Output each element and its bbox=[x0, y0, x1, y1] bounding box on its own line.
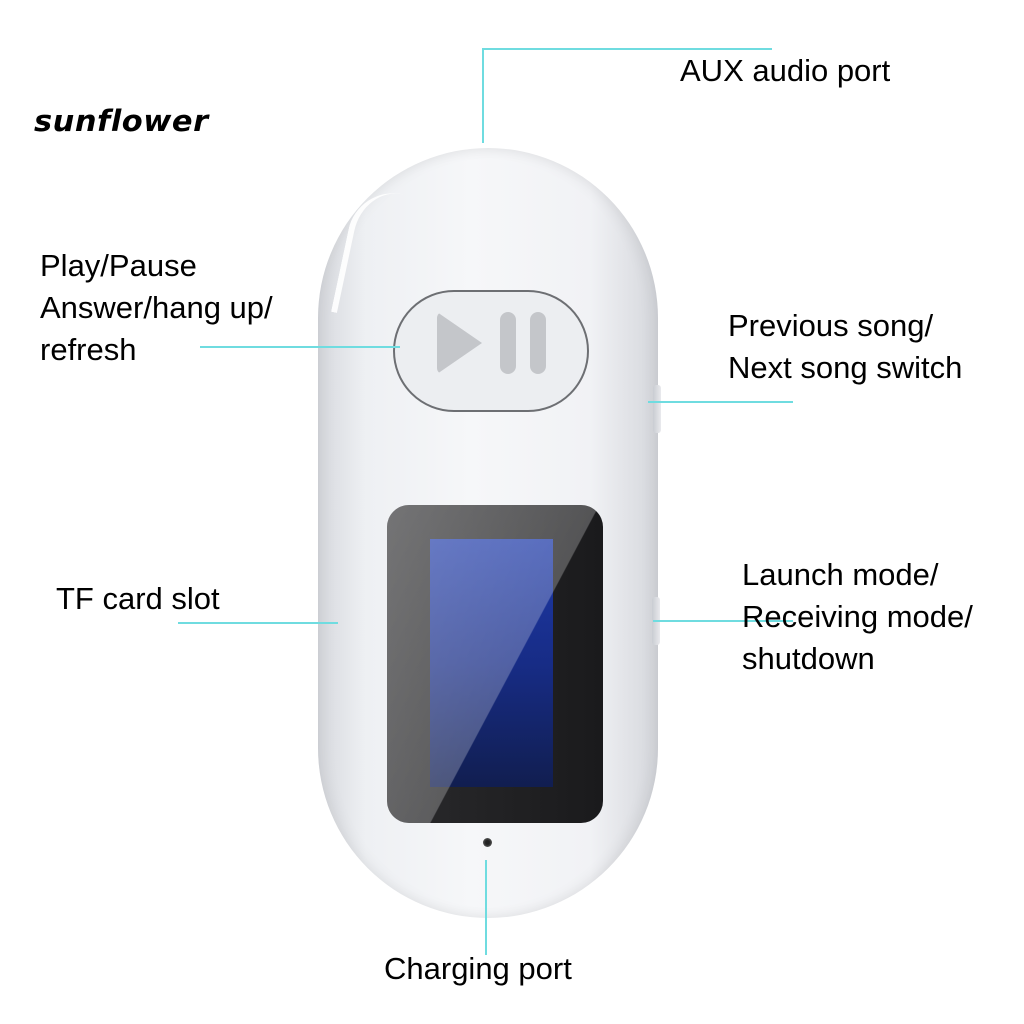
label-line: Charging port bbox=[384, 951, 572, 986]
prev-next-side-button bbox=[653, 385, 661, 433]
play-pause-button bbox=[393, 290, 589, 412]
aux-leader-horizontal bbox=[482, 48, 772, 50]
brand-logo: sunflower bbox=[34, 104, 209, 138]
mode-leader bbox=[653, 620, 793, 622]
play-pause-leader bbox=[200, 346, 400, 348]
lcd-display-area bbox=[430, 539, 553, 787]
screen-glare bbox=[387, 505, 603, 823]
label-line: Receiving mode/ bbox=[742, 599, 973, 634]
label-prev-next-song: Previous song/ Next song switch bbox=[728, 305, 962, 389]
play-icon bbox=[437, 312, 482, 374]
aux-leader-vertical bbox=[482, 48, 484, 143]
pause-icon-bar-right bbox=[530, 312, 546, 374]
label-tf-card-slot: TF card slot bbox=[56, 578, 220, 620]
label-charging-port: Charging port bbox=[384, 948, 572, 990]
pause-icon-bar-left bbox=[500, 312, 516, 374]
label-aux-audio-port: AUX audio port bbox=[680, 50, 890, 92]
label-line: Previous song/ bbox=[728, 308, 934, 343]
label-line: shutdown bbox=[742, 641, 875, 676]
charging-leader bbox=[485, 860, 487, 955]
label-line: TF card slot bbox=[56, 581, 220, 616]
lcd-screen bbox=[387, 505, 603, 823]
tf-card-leader bbox=[178, 622, 338, 624]
label-line: Answer/hang up/ bbox=[40, 290, 273, 325]
prev-next-leader bbox=[648, 401, 793, 403]
label-line: refresh bbox=[40, 332, 137, 367]
label-line: Play/Pause bbox=[40, 248, 197, 283]
label-line: AUX audio port bbox=[680, 53, 891, 88]
label-mode-switch: Launch mode/ Receiving mode/ shutdown bbox=[742, 554, 973, 680]
label-line: Launch mode/ bbox=[742, 557, 939, 592]
label-line: Next song switch bbox=[728, 350, 963, 385]
charging-port-hole bbox=[483, 838, 492, 847]
label-play-pause: Play/Pause Answer/hang up/ refresh bbox=[40, 245, 273, 371]
